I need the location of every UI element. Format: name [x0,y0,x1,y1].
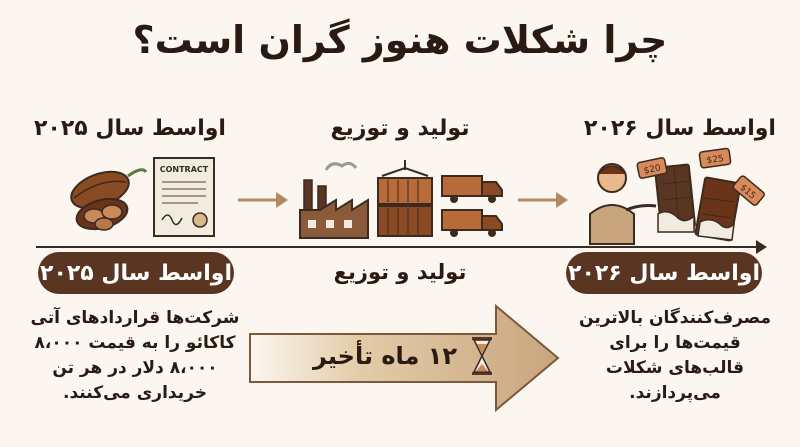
contract-label: CONTRACT [160,165,209,174]
delay-arrow [249,303,560,413]
factory-icon [299,161,369,239]
right-description-line: مصرف‌کنندگان بالاترین [579,308,771,328]
shipping-container-icon [377,160,433,237]
price-tag-20: $20 [643,163,662,176]
cocoa-pods-icon [70,168,148,231]
delivery-trucks-icon [441,175,503,237]
left-description: شرکت‌ها قراردادهای آتی کاکائو را به قیمت… [20,306,250,406]
right-description-line: قالب‌های شکلات [605,358,745,378]
left-description-line: ۸،۰۰۰ دلار در هر تن [52,358,218,378]
heading-middle: تولید و توزیع [330,116,470,141]
delay-label: ۱۲ ماه تأخیر [312,342,458,370]
left-description-line: کاکائو را به قیمت ۸،۰۰۰ [34,333,236,353]
timeline-arrowhead-icon [756,240,767,254]
arrow-right-icon-2 [518,192,568,208]
price-tag-25: $25 [706,154,724,166]
heading-left: اواسط سال ۲۰۲۵ [34,116,226,141]
timeline-label-middle: تولید و توزیع [333,260,467,284]
contract-document-icon: CONTRACT [153,157,215,237]
timeline-line [36,246,762,248]
left-description-line: شرکت‌ها قراردادهای آتی [30,308,240,328]
timeline-pill-left: اواسط سال ۲۰۲۵ [38,252,234,294]
hourglass-icon [472,337,492,375]
arrow-right-icon [238,192,288,208]
right-description-line: می‌پردازند. [629,383,721,403]
timeline-pill-right: اواسط سال ۲۰۲۶ [566,252,762,294]
page-title: چرا شکلات هنوز گران است؟ [132,18,668,62]
heading-right: اواسط سال ۲۰۲۶ [584,116,776,141]
left-description-line: خریداری می‌کنند. [63,383,207,403]
right-description: مصرف‌کنندگان بالاترین قیمت‌ها را برای قا… [560,306,790,406]
consumer-chocolate-icon: $20 $25 $15 [589,147,765,245]
right-description-line: قیمت‌ها را برای [609,333,741,353]
